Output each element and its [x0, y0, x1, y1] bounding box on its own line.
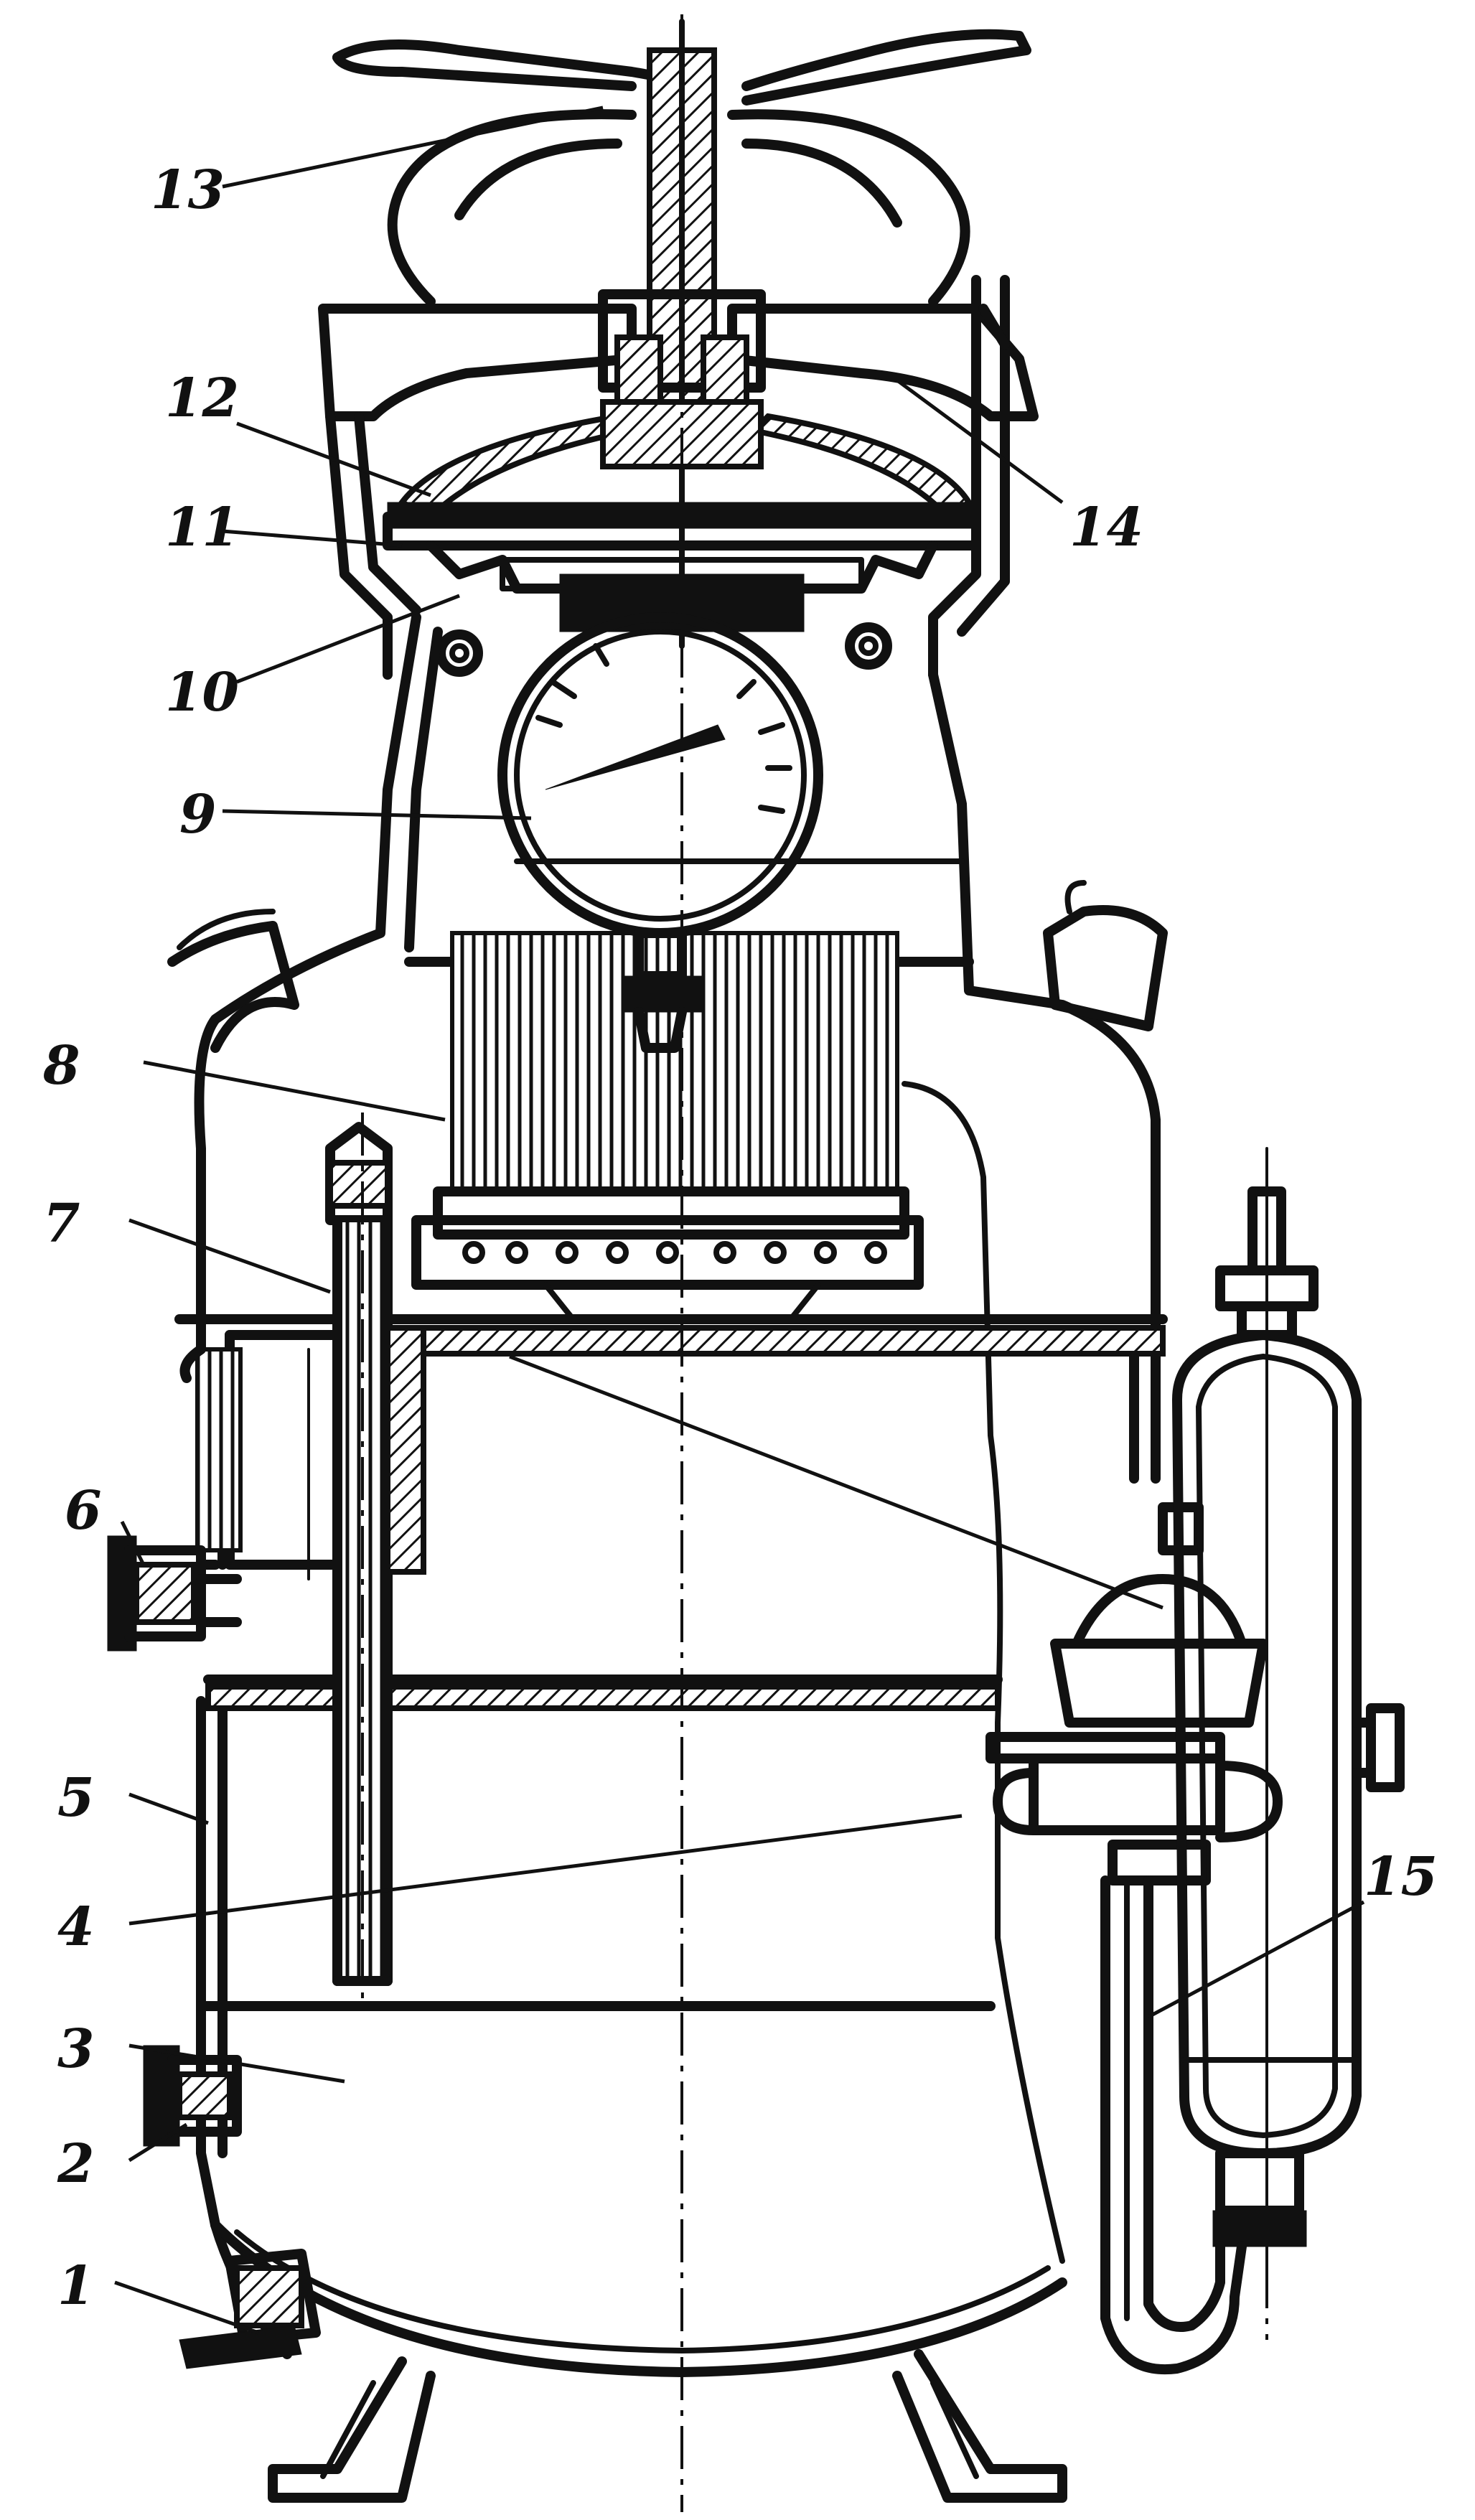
drain-valve-1 [179, 2249, 321, 2369]
callout-5: 5 [57, 1767, 95, 1829]
callout-7: 7 [43, 1193, 80, 1255]
girth-flange-upper [399, 1325, 1166, 1357]
girth-flange-middle [205, 1684, 1001, 1711]
vessel-shell [174, 1314, 1168, 2503]
safety-valve-4 [985, 1502, 1283, 1886]
callout-2: 2 [57, 2133, 95, 2195]
inspection-port-6 [107, 1535, 242, 1652]
heater-element-holes [462, 1241, 887, 1264]
callout-10: 10 [165, 662, 239, 723]
callout-4: 4 [57, 1896, 95, 1958]
callout-labels: 13 12 11 10 9 14 8 7 6 5 4 3 2 1 15 [42, 159, 1438, 2317]
callout-13: 13 [151, 159, 225, 221]
leader-lines [114, 106, 1365, 2335]
callout-6: 6 [65, 1480, 102, 1542]
upper-body [167, 612, 1168, 2264]
callout-11: 11 [165, 497, 239, 558]
callout-3: 3 [57, 2018, 95, 2080]
thermowell-tube [325, 1122, 426, 1986]
callout-1: 1 [57, 2255, 95, 2317]
callout-14: 14 [1069, 497, 1143, 558]
callout-8: 8 [42, 1035, 80, 1097]
siphon-tube-15 [1100, 1875, 1247, 2375]
callout-15: 15 [1364, 1846, 1438, 1908]
pressure-gauge-icon [497, 612, 823, 1053]
callout-12: 12 [165, 367, 239, 429]
callout-9: 9 [179, 784, 217, 846]
